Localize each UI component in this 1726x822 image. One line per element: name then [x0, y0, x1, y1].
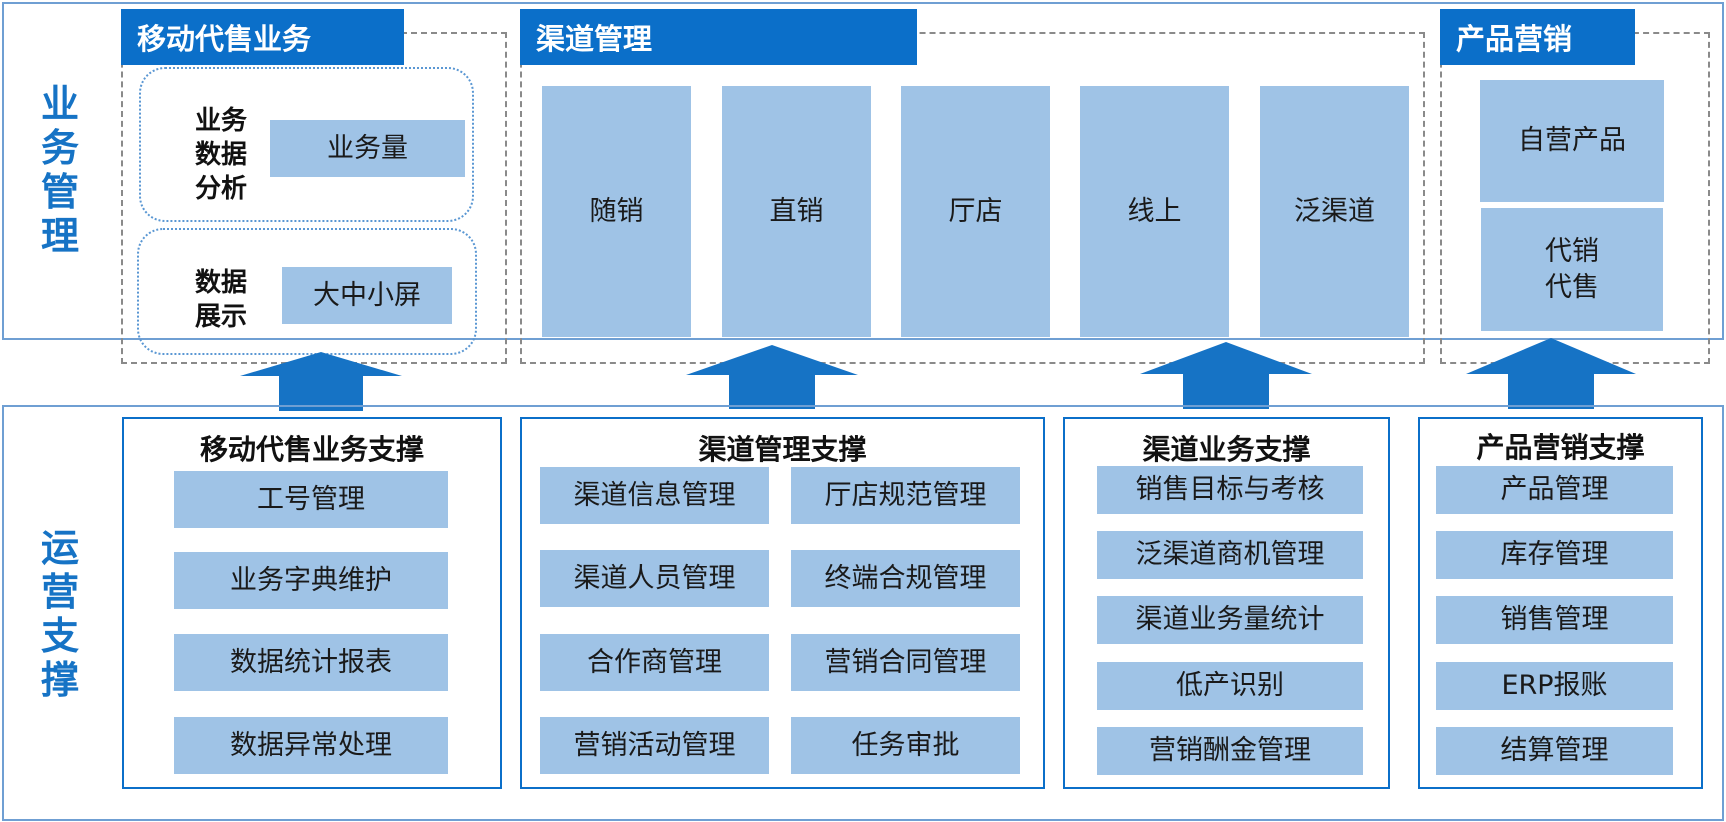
channel-item-5[interactable]: 泛渠道 — [1260, 86, 1409, 337]
support-channel-left-1[interactable]: 渠道信息管理 — [540, 467, 769, 524]
support-channel-right-2[interactable]: 终端合规管理 — [791, 550, 1020, 607]
support-channel-biz-item-4[interactable]: 低产识别 — [1097, 662, 1363, 710]
operations-support-layer — [2, 405, 1724, 821]
support-channel-left-4[interactable]: 营销活动管理 — [540, 717, 769, 774]
support-channel-biz-item-5[interactable]: 营销酬金管理 — [1097, 727, 1363, 775]
business-analysis-group — [139, 67, 474, 222]
support-product-item-4[interactable]: ERP报账 — [1436, 662, 1673, 710]
channel-item-2[interactable]: 直销 — [722, 86, 871, 337]
operations-support-label: 运营支撑 — [40, 526, 79, 702]
consignment-sales-box[interactable]: 代销 代售 — [1481, 208, 1663, 331]
support-channel-right-3[interactable]: 营销合同管理 — [791, 634, 1020, 691]
support-product-item-1[interactable]: 产品管理 — [1436, 466, 1673, 514]
channel-business-support-title: 渠道业务支撑 — [1142, 433, 1311, 466]
support-channel-left-2[interactable]: 渠道人员管理 — [540, 550, 769, 607]
up-arrow-3 — [1140, 342, 1312, 409]
support-channel-biz-item-3[interactable]: 渠道业务量统计 — [1097, 596, 1363, 644]
product-marketing-support-frame — [1418, 417, 1703, 789]
support-mobile-item-3[interactable]: 数据统计报表 — [174, 634, 448, 691]
channel-management-support-title: 渠道管理支撑 — [698, 433, 867, 466]
up-arrow-2 — [686, 345, 858, 409]
mobile-sales-support-frame — [122, 417, 502, 789]
support-channel-biz-item-2[interactable]: 泛渠道商机管理 — [1097, 531, 1363, 579]
support-mobile-item-2[interactable]: 业务字典维护 — [174, 552, 448, 609]
support-product-item-2[interactable]: 库存管理 — [1436, 531, 1673, 579]
up-arrow-4 — [1466, 338, 1636, 409]
analysis-line-3: 分析 — [194, 174, 247, 204]
support-mobile-item-4[interactable]: 数据异常处理 — [174, 717, 448, 774]
display-line-1: 数据 — [194, 268, 247, 298]
business-analysis-label: 业务 数据 分析 — [176, 100, 266, 210]
channel-business-support-frame — [1063, 417, 1390, 789]
product-marketing-support-title: 产品营销支撑 — [1476, 431, 1645, 464]
support-mobile-item-1[interactable]: 工号管理 — [174, 471, 448, 528]
channel-item-4[interactable]: 线上 — [1080, 86, 1229, 337]
support-product-item-5[interactable]: 结算管理 — [1436, 727, 1673, 775]
mobile-sales-support-title: 移动代售业务支撑 — [199, 433, 424, 466]
consignment-line-1: 代销 — [1545, 235, 1599, 267]
product-marketing-title: 产品营销 — [1440, 9, 1635, 65]
support-product-item-3[interactable]: 销售管理 — [1436, 596, 1673, 644]
mobile-sales-title: 移动代售业务 — [121, 9, 404, 65]
channel-management-support-frame — [520, 417, 1045, 789]
business-volume-box[interactable]: 业务量 — [270, 120, 465, 177]
consignment-line-2: 代售 — [1545, 271, 1599, 303]
support-channel-biz-item-1[interactable]: 销售目标与考核 — [1097, 466, 1363, 514]
analysis-line-2: 数据 — [194, 140, 247, 170]
channel-item-1[interactable]: 随销 — [542, 86, 691, 337]
support-channel-right-1[interactable]: 厅店规范管理 — [791, 467, 1020, 524]
support-channel-left-3[interactable]: 合作商管理 — [540, 634, 769, 691]
screen-display-box[interactable]: 大中小屏 — [282, 267, 452, 324]
channel-management-frame — [520, 32, 1425, 364]
support-channel-right-4[interactable]: 任务审批 — [791, 717, 1020, 774]
business-management-label: 业务管理 — [40, 82, 79, 258]
up-arrow-1 — [240, 352, 402, 411]
display-line-2: 展示 — [194, 302, 247, 332]
data-display-label: 数据 展示 — [176, 264, 266, 336]
channel-item-3[interactable]: 厅店 — [901, 86, 1050, 337]
business-management-layer — [2, 2, 1724, 340]
self-operated-product-box[interactable]: 自营产品 — [1480, 80, 1664, 202]
channel-management-title: 渠道管理 — [520, 9, 917, 65]
analysis-line-1: 业务 — [194, 106, 247, 136]
